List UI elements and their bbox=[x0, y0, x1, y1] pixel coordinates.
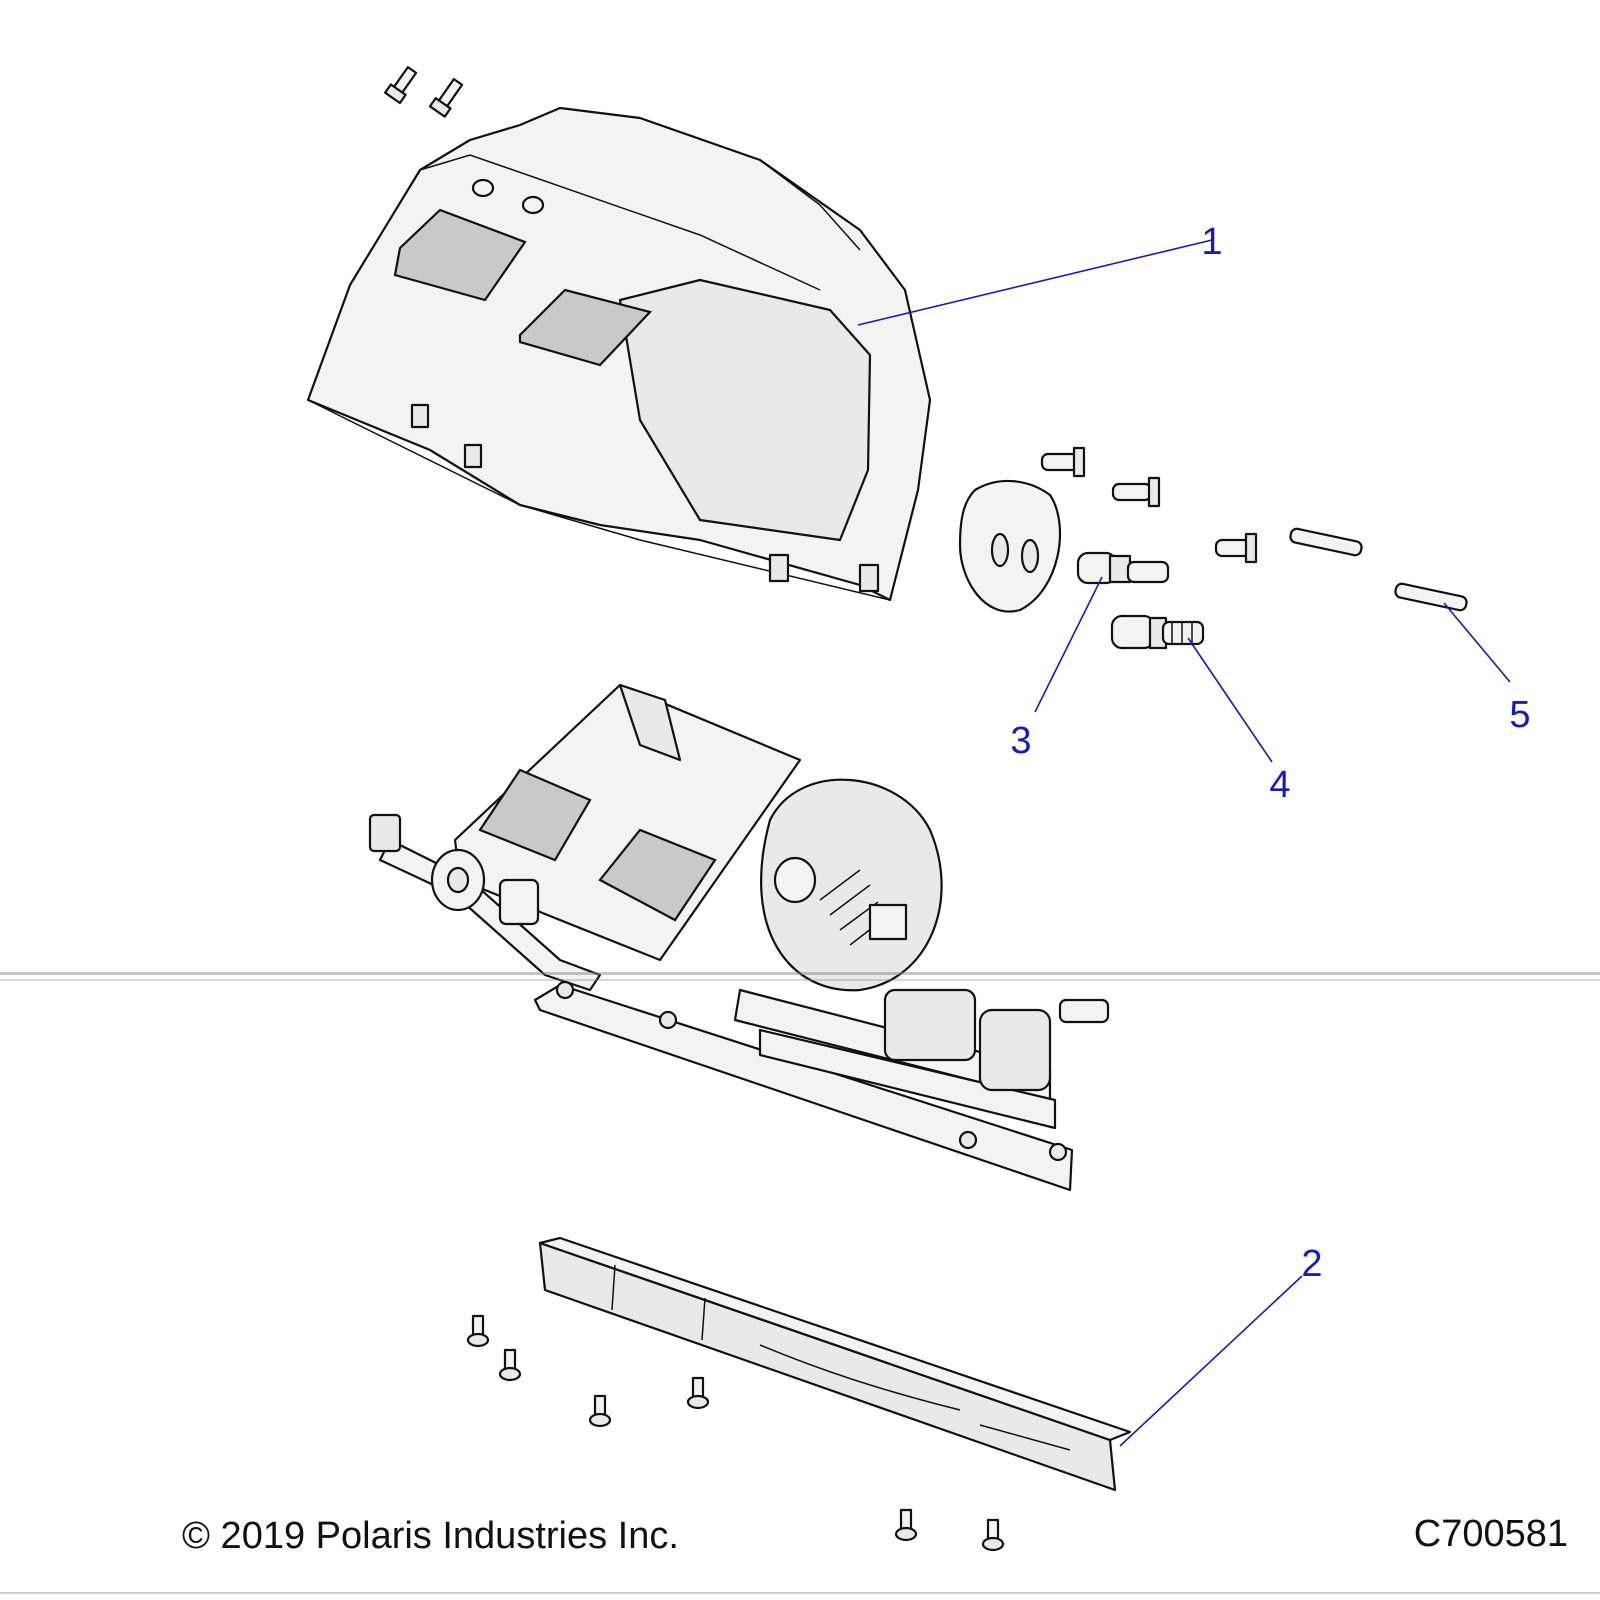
callout-5: 5 bbox=[1509, 694, 1530, 736]
cover-bolts bbox=[384, 66, 464, 118]
callout-labels: 1 2 3 4 5 bbox=[1010, 221, 1530, 1285]
leader-3 bbox=[1034, 576, 1103, 713]
copyright-text: © 2019 Polaris Industries Inc. bbox=[182, 1515, 679, 1557]
callout-3: 3 bbox=[1010, 720, 1031, 762]
hose-fitting-3 bbox=[1076, 551, 1170, 585]
tray-screws bbox=[466, 1314, 1005, 1552]
callout-2: 2 bbox=[1301, 1243, 1322, 1285]
callout-4: 4 bbox=[1269, 764, 1290, 806]
leader-lines bbox=[857, 239, 1511, 1447]
leader-5 bbox=[1443, 602, 1511, 683]
duct-gasket bbox=[958, 479, 1062, 613]
heater-cover bbox=[306, 106, 932, 602]
hose-clips bbox=[1040, 446, 1258, 564]
pins bbox=[1289, 527, 1468, 612]
leader-4 bbox=[1187, 637, 1273, 763]
filter-tray bbox=[538, 1236, 1132, 1492]
callout-1: 1 bbox=[1201, 221, 1222, 263]
scan-artifact-band bbox=[0, 972, 1600, 981]
blower-assembly bbox=[368, 683, 1110, 1192]
leader-1 bbox=[857, 239, 1213, 326]
drawing-number: C700581 bbox=[1414, 1513, 1568, 1555]
leader-2 bbox=[1119, 1275, 1303, 1447]
hose-fitting-4 bbox=[1110, 614, 1205, 650]
bottom-scan-artifact bbox=[0, 1592, 1600, 1594]
